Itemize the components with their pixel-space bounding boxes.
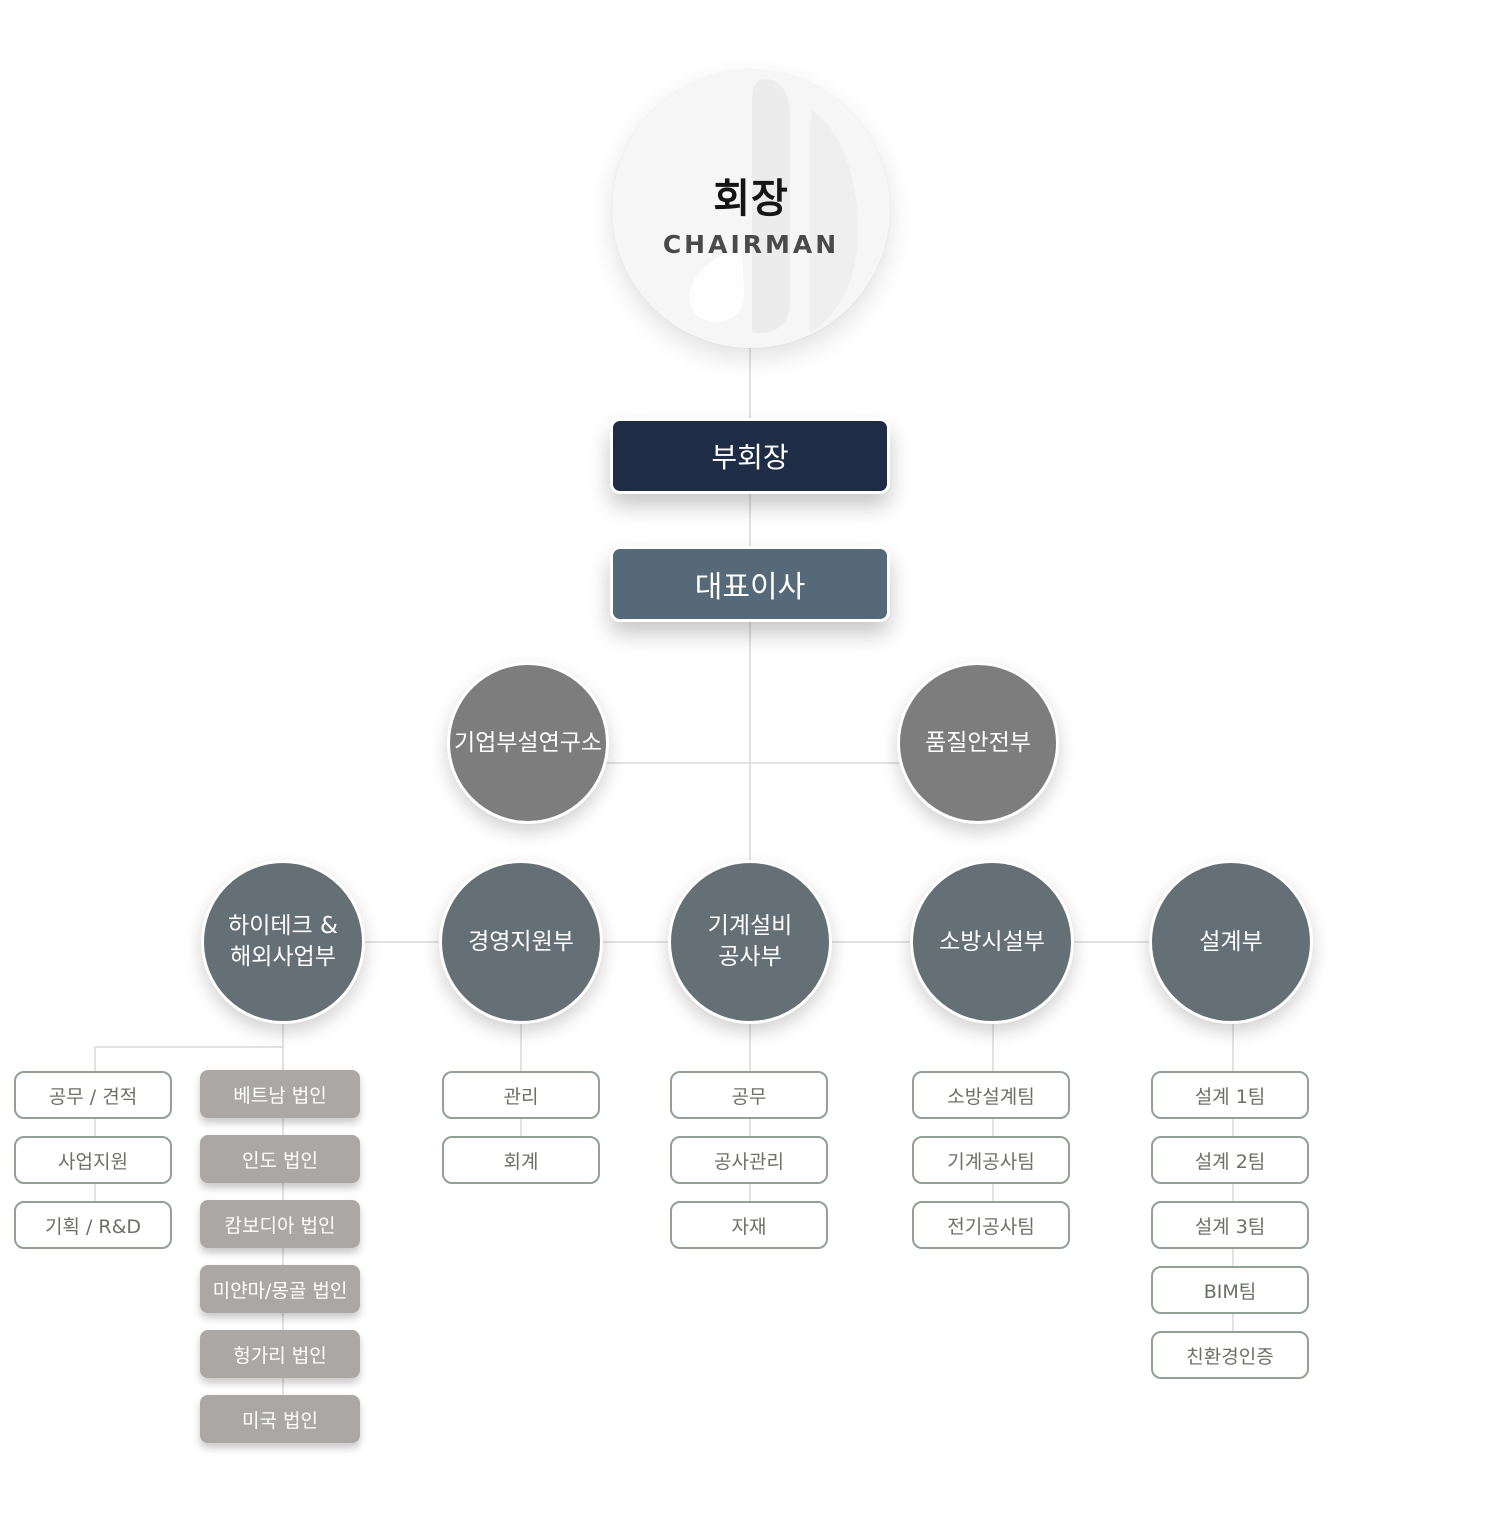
design-division-circle: 설계부 [1149,860,1313,1024]
team-box: 기계공사팀 [912,1136,1070,1184]
team-box: BIM팀 [1151,1266,1309,1314]
vice-chairman-box: 부회장 [610,418,890,494]
team-box: 자재 [670,1201,828,1249]
chairman-title-english: CHAIRMAN [662,230,840,259]
team-box: 공무 / 견적 [14,1071,172,1119]
team-box: 사업지원 [14,1136,172,1184]
subsidiary-box: 베트남 법인 [200,1070,360,1118]
team-box: 관리 [442,1071,600,1119]
subsidiary-box: 인도 법인 [200,1135,360,1183]
ceo-box: 대표이사 [610,546,890,622]
fire-facility-division-circle: 소방시설부 [910,860,1074,1024]
chairman-title-korean: 회장 [713,176,789,222]
team-box: 전기공사팀 [912,1201,1070,1249]
team-box: 친환경인증 [1151,1331,1309,1379]
subsidiary-box: 캄보디아 법인 [200,1200,360,1248]
chairman-node: 회장 CHAIRMAN [612,70,890,348]
subsidiary-box: 미얀마/몽골 법인 [200,1265,360,1313]
quality-safety-circle: 품질안전부 [897,662,1059,824]
subsidiary-box: 헝가리 법인 [200,1330,360,1378]
team-box: 설계 3팀 [1151,1201,1309,1249]
team-box: 공사관리 [670,1136,828,1184]
company-logo-watermark-icon [689,79,858,333]
team-box: 설계 1팀 [1151,1071,1309,1119]
management-support-division-circle: 경영지원부 [439,860,603,1024]
team-box: 회계 [442,1136,600,1184]
team-box: 공무 [670,1071,828,1119]
team-box: 설계 2팀 [1151,1136,1309,1184]
research-lab-circle: 기업부설연구소 [447,662,609,824]
team-box: 소방설계팀 [912,1071,1070,1119]
team-box: 기획 / R&D [14,1201,172,1249]
subsidiary-box: 미국 법인 [200,1395,360,1443]
hitech-overseas-division-circle: 하이테크 & 해외사업부 [201,860,365,1024]
mechanical-construction-division-circle: 기계설비 공사부 [668,860,832,1024]
